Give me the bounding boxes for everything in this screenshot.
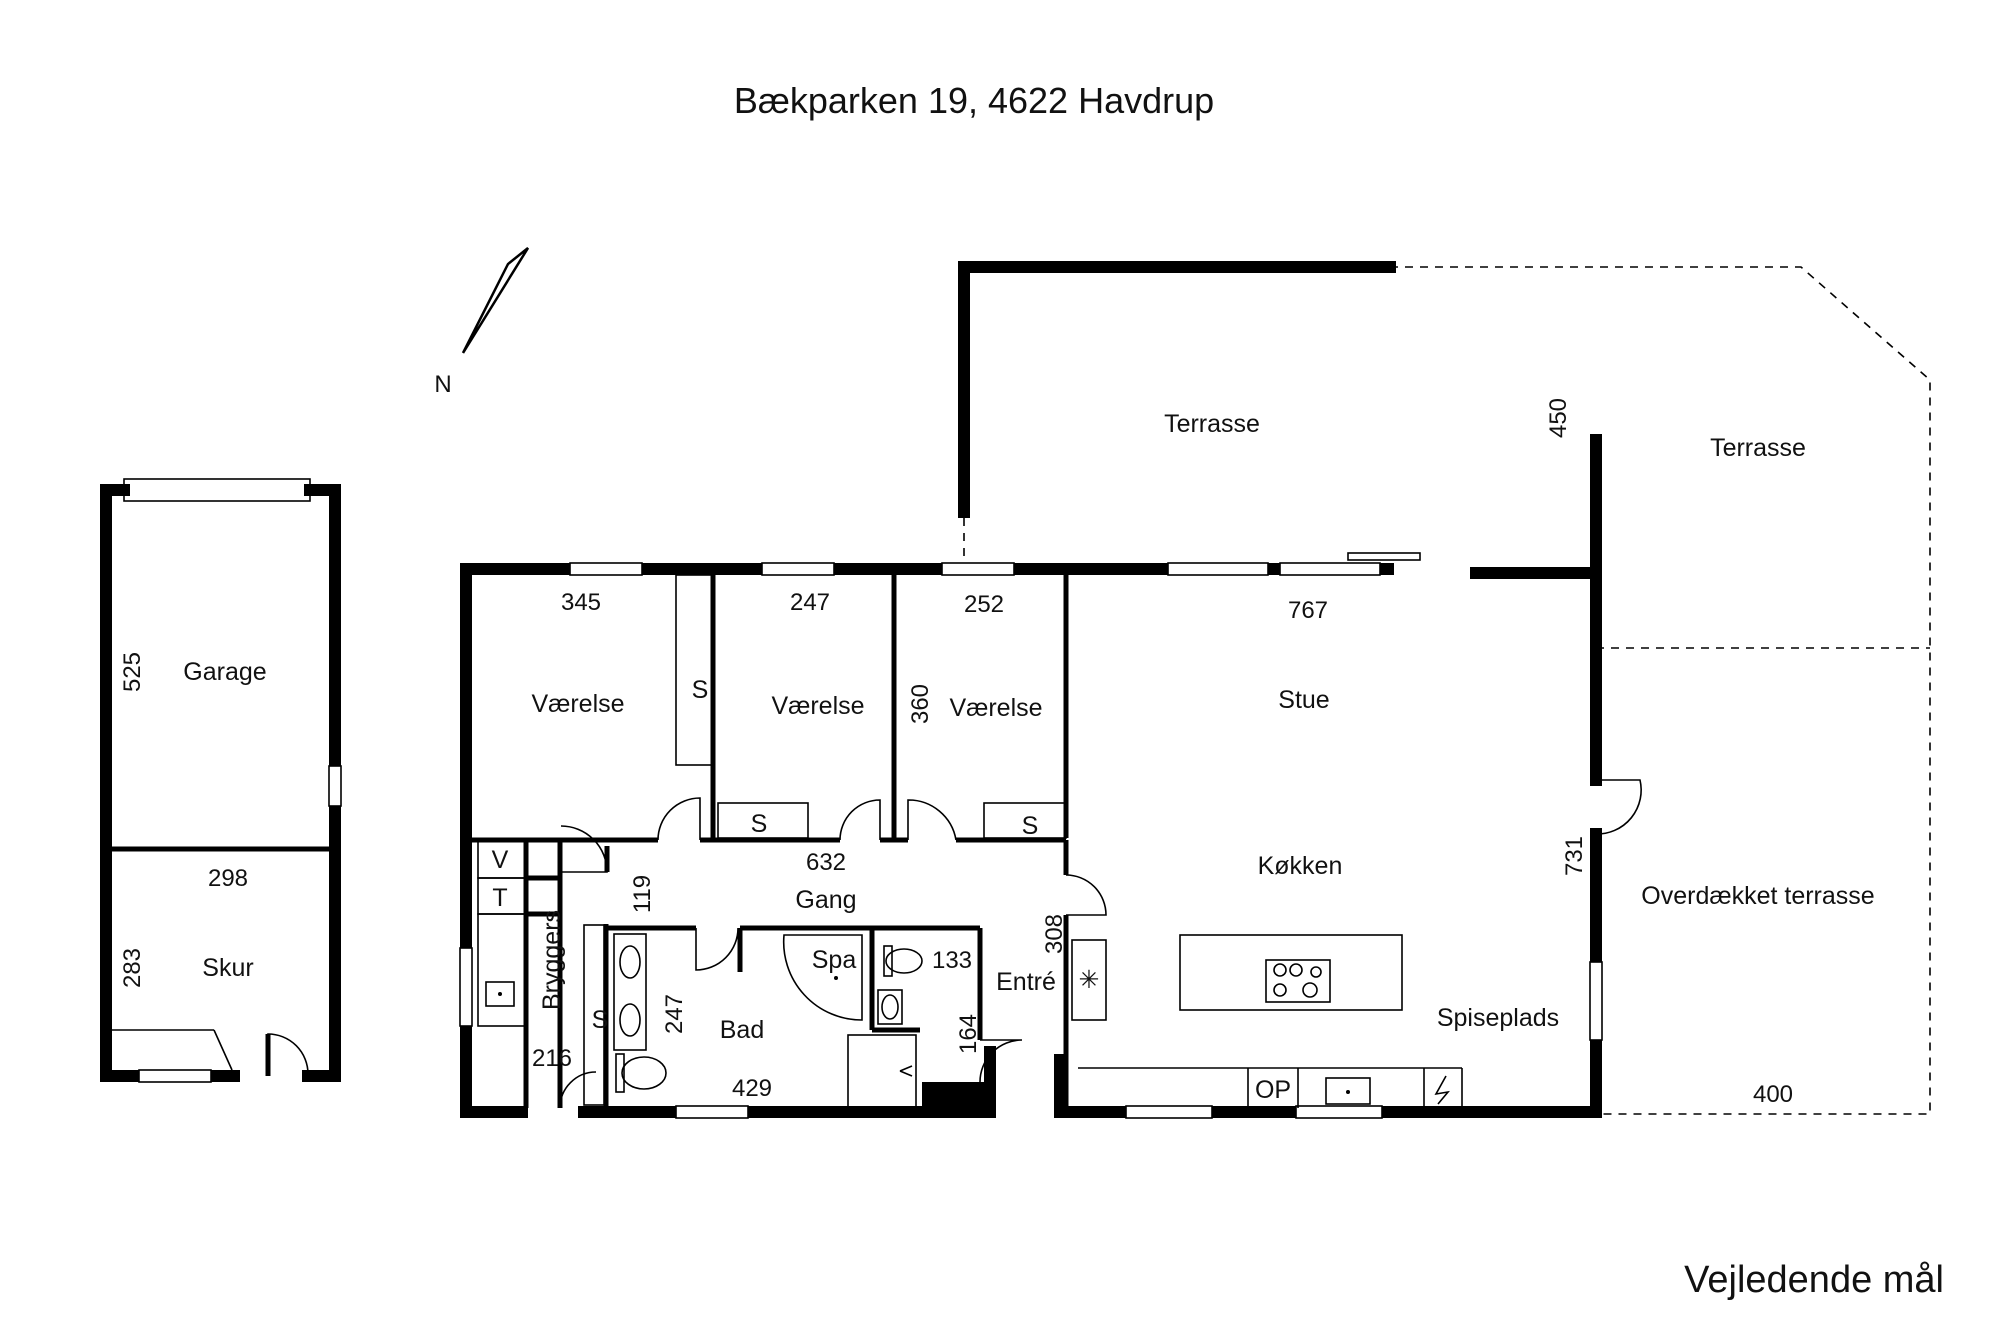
toilet-icon — [883, 945, 893, 977]
dim-bad-width: 429 — [732, 1075, 772, 1102]
room-label-terrasse-top: Terrasse — [1164, 410, 1260, 438]
washer-label: V — [492, 846, 509, 874]
dim-vaerelse-3-width: 252 — [964, 591, 1004, 618]
sink-icon — [485, 981, 515, 1007]
sink-icon — [619, 1003, 641, 1037]
room-label-terrasse-right: Terrasse — [1710, 434, 1806, 462]
freezer-icon: ✳ — [1079, 966, 1100, 994]
window — [1167, 562, 1269, 576]
dim-terrasse-width: 400 — [1753, 1081, 1793, 1108]
north-arrow-icon: N — [434, 247, 530, 398]
window — [675, 1105, 749, 1119]
storage-label: S — [1022, 812, 1039, 840]
room-label-spa: Spa — [812, 946, 857, 974]
garage-door — [123, 478, 311, 502]
room-label-vaerelse-3: Værelse — [949, 694, 1042, 722]
garage-window — [328, 765, 342, 807]
house-walls — [460, 434, 1602, 1118]
dim-vaerelse-2-width: 247 — [790, 589, 830, 616]
fridge — [1071, 939, 1107, 1021]
compass-north-label: N — [434, 371, 451, 398]
dryer-label: T — [492, 884, 507, 912]
dim-terrasse-height: 450 — [1545, 398, 1572, 438]
room-label-skur: Skur — [202, 954, 253, 982]
room-label-koekken: Køkken — [1258, 852, 1343, 880]
dim-skur-width: 298 — [208, 865, 248, 892]
room-label-vaerelse-2: Værelse — [771, 692, 864, 720]
door-swings — [559, 779, 1642, 1109]
dim-wc-width: 133 — [932, 947, 972, 974]
kitchen-island — [1179, 934, 1403, 1011]
window — [761, 562, 835, 576]
dim-entre-height: 308 — [1041, 914, 1068, 954]
dishwasher-icon — [1434, 1075, 1450, 1105]
kitchen-fixtures: ✳ — [1071, 934, 1463, 1108]
dim-gang-height: 119 — [629, 875, 656, 913]
dim-bryggers-width: 216 — [532, 1045, 572, 1072]
room-label-overdaekket-terrasse: Overdækket terrasse — [1641, 882, 1874, 910]
bathroom-fixtures — [613, 933, 923, 1108]
oven-label: OP — [1255, 1076, 1291, 1104]
cooktop — [1265, 959, 1331, 1003]
sliding-door — [1347, 552, 1421, 561]
room-label-gang: Gang — [795, 886, 856, 914]
sink-icon — [877, 989, 903, 1025]
spa-tub — [782, 934, 863, 1021]
dim-stue-width: 767 — [1288, 597, 1328, 624]
window — [1589, 961, 1603, 1041]
storage-label: S — [592, 1006, 609, 1034]
address-title: Bækparken 19, 4622 Havdrup — [734, 80, 1214, 121]
dim-gang-width: 632 — [806, 849, 846, 876]
toilet-icon — [615, 1053, 625, 1093]
storage-label: S — [692, 676, 709, 704]
room-label-garage: Garage — [183, 658, 266, 686]
dim-koekken-height: 731 — [1561, 836, 1588, 876]
room-label-entre: Entré — [996, 968, 1056, 996]
dim-vaerelse-3-height: 360 — [907, 684, 934, 724]
skur-door-swing — [267, 1033, 309, 1076]
room-label-stue: Stue — [1278, 686, 1329, 714]
skur-window — [138, 1069, 212, 1083]
closet — [583, 924, 605, 1106]
bryggers-counter — [477, 913, 527, 1027]
storage-label: S — [751, 810, 768, 838]
kitchen-sink-icon — [1325, 1077, 1371, 1105]
sink-icon — [619, 945, 641, 979]
closet — [983, 802, 1067, 839]
room-label-bad: Bad — [720, 1016, 764, 1044]
disclaimer-note: Vejledende mål — [1684, 1259, 1944, 1301]
room-label-bryggers: Bryggers — [538, 910, 566, 1010]
dim-garage-height: 525 — [119, 652, 146, 692]
window — [459, 947, 473, 1027]
dim-vaerelse-1-width: 345 — [561, 589, 601, 616]
garage-building — [100, 478, 342, 1083]
terrace-outline — [958, 261, 1931, 1115]
dim-skur-height: 283 — [119, 948, 146, 988]
window — [569, 562, 643, 576]
room-label-spiseplads: Spiseplads — [1437, 1004, 1559, 1032]
room-label-vaerelse-1: Værelse — [531, 690, 624, 718]
dim-bad-height: 247 — [661, 994, 688, 1034]
window — [1125, 1105, 1213, 1119]
closet — [675, 574, 715, 766]
closet — [717, 802, 809, 839]
shower-area — [847, 1034, 917, 1108]
sink-counter — [613, 933, 647, 1051]
window — [941, 562, 1015, 576]
window — [1295, 1105, 1383, 1119]
dim-entre-width: 164 — [955, 1014, 982, 1054]
window — [1279, 562, 1381, 576]
